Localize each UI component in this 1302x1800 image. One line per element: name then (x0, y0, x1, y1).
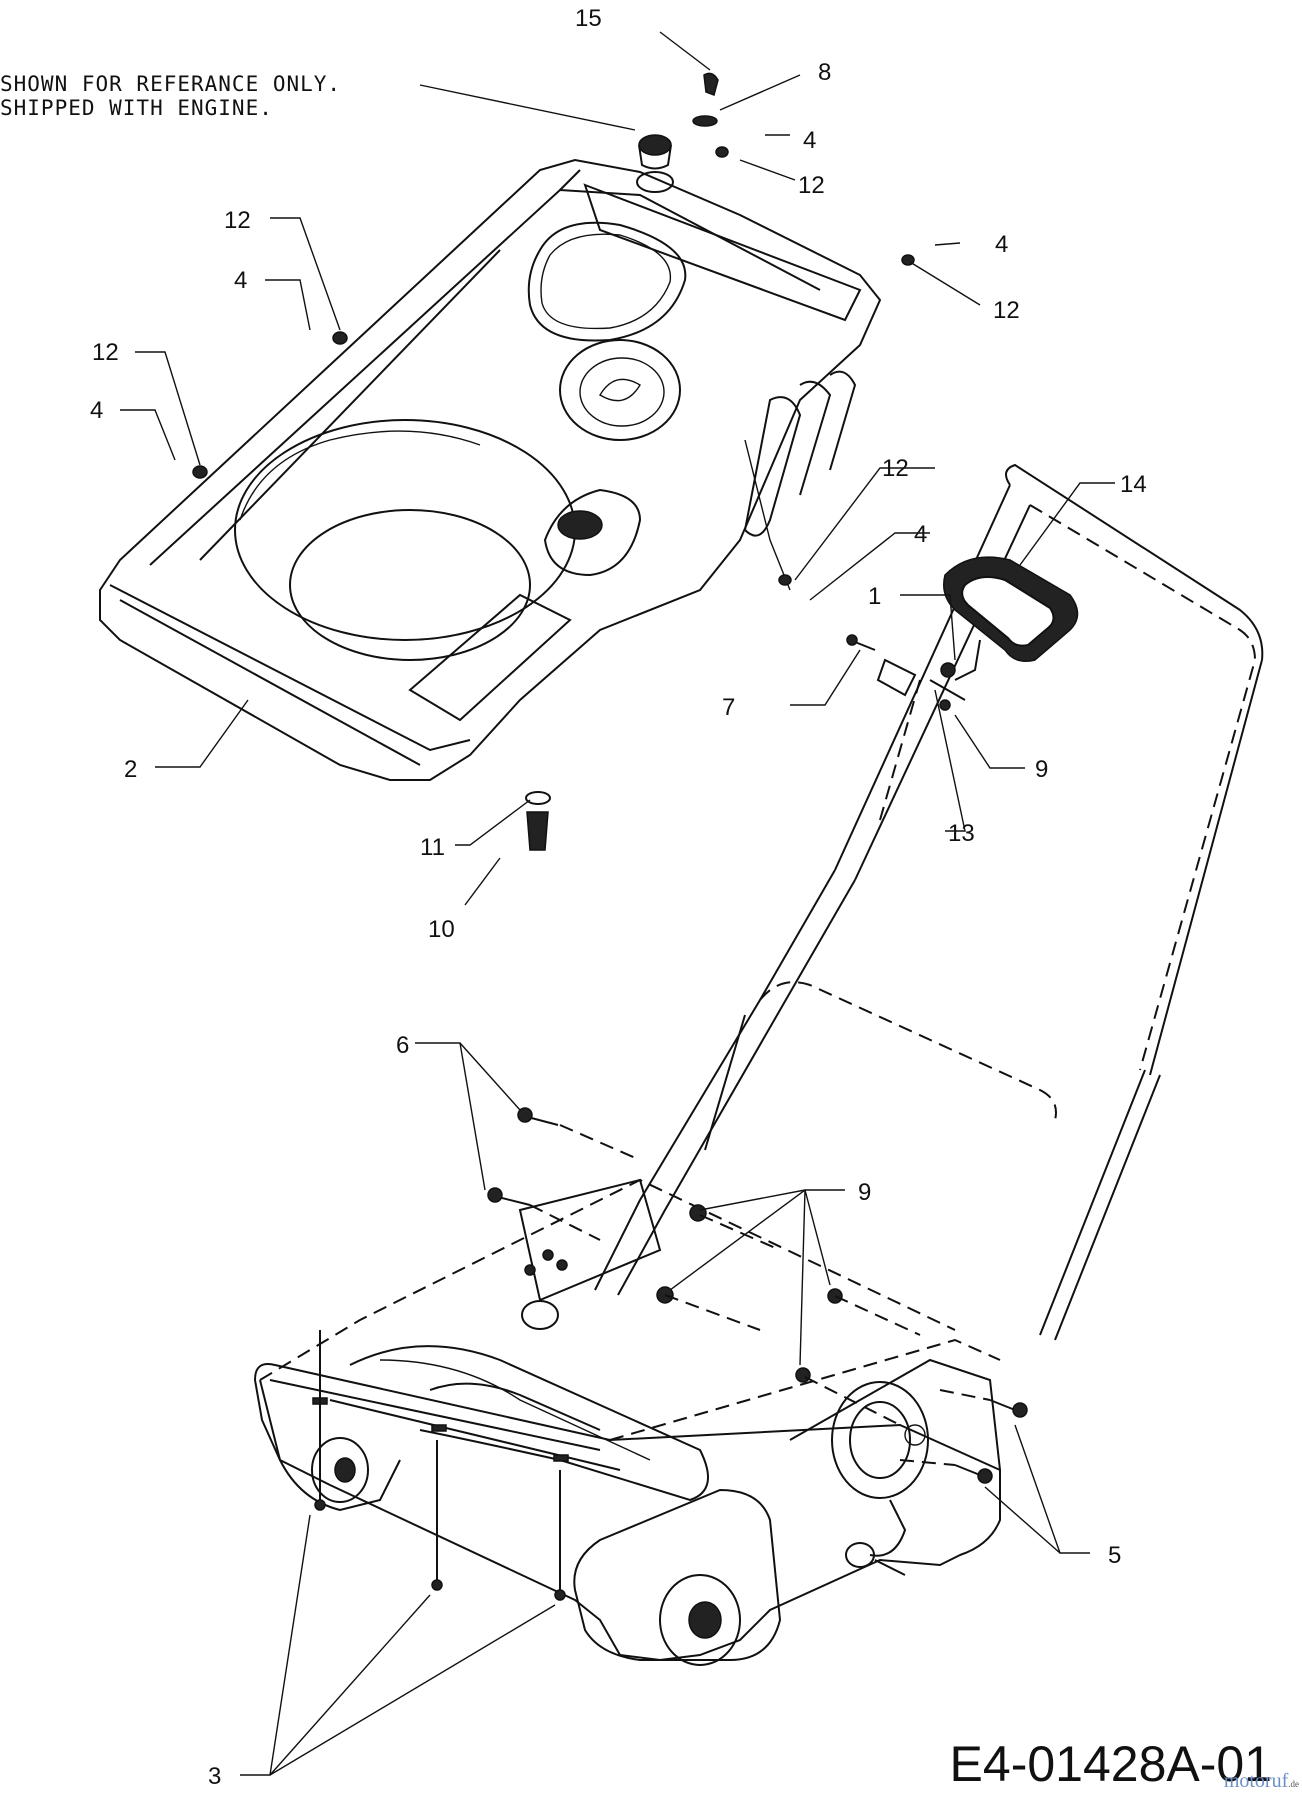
callout-7: 7 (722, 694, 735, 721)
callout-1: 1 (868, 583, 881, 610)
callout-13: 13 (948, 820, 975, 847)
handle-drawing (594, 463, 1264, 1341)
watermark-suffix: .de (1288, 1779, 1299, 1789)
callout-labels: 15 8 4 12 4 12 12 4 12 4 12 4 14 1 7 9 1… (90, 5, 1147, 1790)
callout-15: 15 (575, 5, 602, 32)
callout-4: 4 (995, 231, 1008, 258)
callout-5: 5 (1108, 1542, 1121, 1569)
callout-6: 6 (396, 1032, 409, 1059)
callout-12: 12 (882, 455, 909, 482)
hardware-drawing (192, 72, 1028, 1484)
callout-9: 9 (858, 1179, 871, 1206)
callout-8: 8 (818, 59, 831, 86)
callout-12: 12 (798, 172, 825, 199)
reference-note-line-2: SHIPPED WITH ENGINE. (0, 96, 273, 120)
diagram-code: E4-01428A-01 (949, 1736, 1272, 1792)
callout-11: 11 (420, 834, 445, 861)
callout-4: 4 (234, 267, 247, 294)
callout-9: 9 (1035, 756, 1048, 783)
callout-12: 12 (993, 297, 1020, 324)
callout-4: 4 (914, 521, 927, 548)
reference-note-line-1: SHOWN FOR REFERANCE ONLY. (0, 72, 342, 96)
watermark-brand: motoruf (1223, 1770, 1289, 1792)
callout-4: 4 (90, 397, 103, 424)
callout-2: 2 (124, 756, 137, 783)
callout-12: 12 (224, 207, 251, 234)
watermark-logo: motoruf.de (1224, 1770, 1299, 1793)
leader-lines (120, 31, 1115, 1776)
callout-10: 10 (428, 916, 455, 943)
callout-3: 3 (208, 1763, 221, 1790)
callout-14: 14 (1120, 471, 1147, 498)
callout-12: 12 (92, 339, 119, 366)
callout-4: 4 (803, 127, 816, 154)
reference-note: SHOWN FOR REFERANCE ONLY. SHIPPED WITH E… (0, 72, 341, 120)
shroud-drawing (99, 134, 882, 781)
housing-drawing (253, 1178, 1001, 1666)
